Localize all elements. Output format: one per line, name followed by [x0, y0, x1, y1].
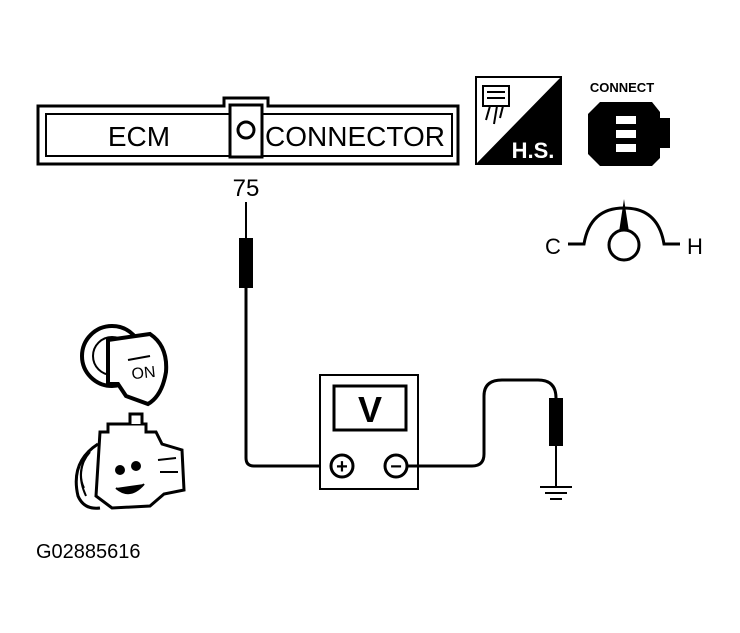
voltmeter-positive-terminal: [329, 453, 355, 479]
gauge-needle-icon: [619, 199, 629, 232]
probe-negative-tip: [549, 398, 563, 446]
gauge-hot-label: H: [687, 234, 703, 259]
voltmeter: V + −: [319, 374, 419, 490]
connector-name-label: CONNECTOR: [265, 121, 445, 152]
figure-id: G02885616: [36, 541, 141, 563]
harness-side-label: H.S.: [512, 138, 555, 163]
ignition-on-label: ON: [131, 364, 157, 383]
probe-negative: [407, 378, 572, 500]
voltmeter-display: [332, 384, 408, 432]
connector-ecm-label: ECM: [108, 121, 170, 152]
voltmeter-display-label: V: [358, 389, 382, 430]
ground-icon: [540, 486, 572, 500]
voltmeter-negative-symbol: −: [390, 456, 402, 478]
voltmeter-positive-symbol: +: [336, 456, 348, 478]
probe-positive-lead: [244, 288, 330, 468]
connect-label: CONNECT: [590, 80, 654, 95]
connector-plug-icon: [588, 102, 670, 166]
connector-pin-75: [236, 120, 256, 140]
temperature-gauge: C H: [545, 199, 703, 262]
harness-side-badge: H.S.: [475, 76, 562, 165]
engine-icon: [74, 412, 186, 510]
ignition-key-icon: ON: [80, 324, 169, 407]
connect-status: CONNECT: [588, 80, 670, 166]
harness-connector-icon: [482, 85, 510, 125]
probe-negative-lead: [407, 378, 558, 468]
pin-number-label: 75: [233, 175, 260, 202]
probe-positive: [239, 202, 330, 468]
gauge-hub: [607, 228, 641, 262]
probe-positive-tip: [239, 238, 253, 288]
ecm-connector: ECM CONNECTOR: [36, 96, 460, 166]
gauge-cold-label: C: [545, 234, 561, 259]
